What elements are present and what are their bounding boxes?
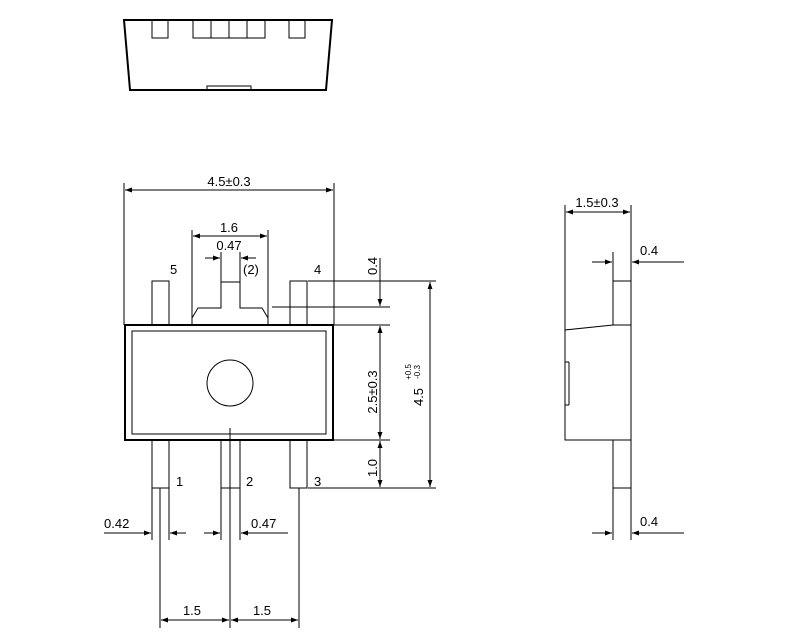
- front-view: [122, 19, 334, 91]
- pin-1-label: 1: [176, 474, 183, 489]
- pitch-left-label: 1.5: [183, 603, 201, 618]
- top-view: [124, 280, 334, 628]
- outer-lead-width-label: 0.42: [104, 516, 129, 531]
- pin-5-label: 5: [170, 262, 177, 277]
- side-view: [564, 280, 632, 489]
- top-view-dimensions: [104, 183, 436, 628]
- tab-lead-width-label: 0.47: [216, 238, 241, 253]
- side-top-lead-thickness-label: 0.4: [640, 243, 658, 258]
- overall-height-tol-minus: -0.3: [413, 365, 422, 379]
- overall-width-label: 4.5±0.3: [207, 174, 250, 189]
- body-height-label: 2.5±0.3: [365, 370, 380, 413]
- overall-height-tol-plus: +0.5: [404, 364, 413, 380]
- side-bottom-lead-thickness-label: 0.4: [640, 514, 658, 529]
- pitch-right-label: 1.5: [253, 603, 271, 618]
- tab-width-label: 1.6: [220, 220, 238, 235]
- pin-2-label: 2: [246, 474, 253, 489]
- pin-4-label: 4: [314, 262, 321, 277]
- overall-height-label: 4.5: [411, 388, 426, 406]
- side-thickness-label: 1.5±0.3: [575, 195, 618, 210]
- pin-3-label: 3: [314, 474, 321, 489]
- side-view-dimensions: [564, 205, 684, 540]
- lead-length-label: 1.0: [365, 459, 380, 477]
- tab-protrusion-label: 0.4: [365, 257, 380, 275]
- tab-lead-pin-label: (2): [243, 262, 259, 277]
- center-lead-width-label: 0.47: [251, 516, 276, 531]
